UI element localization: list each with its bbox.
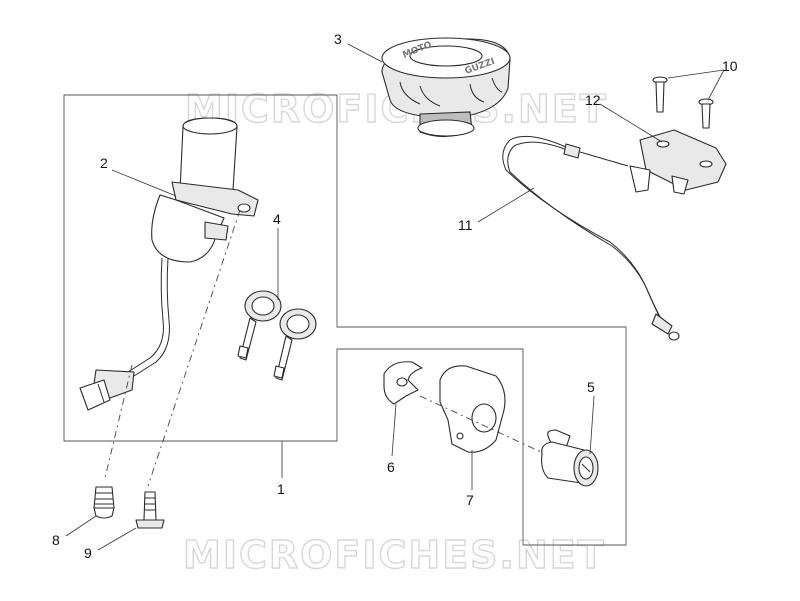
leader-10a [667, 69, 725, 79]
part-lock-cylinder[interactable] [541, 429, 599, 487]
centerline-right [147, 209, 241, 487]
part-bolts[interactable] [652, 76, 714, 129]
callout-3: 3 [334, 31, 342, 47]
callout-12: 12 [585, 92, 601, 108]
leader-11 [477, 187, 535, 223]
part-bracket[interactable] [629, 129, 727, 195]
part-screw[interactable] [135, 491, 165, 529]
part-shear-bolt[interactable] [93, 486, 115, 519]
part-fuel-cap[interactable]: MOTO GUZZI [381, 37, 511, 138]
callout-6: 6 [387, 459, 395, 475]
part-ignition-switch[interactable] [79, 117, 259, 411]
leader-2 [111, 169, 177, 197]
callout-4: 4 [273, 211, 281, 227]
leader-5 [589, 395, 595, 455]
callout-11: 11 [458, 217, 473, 233]
part-clip[interactable] [383, 361, 423, 405]
centerline-lock [419, 395, 555, 459]
leader-8 [65, 515, 97, 537]
part-lock-plate[interactable] [439, 365, 506, 453]
leader-12 [599, 103, 663, 143]
callout-5: 5 [587, 379, 595, 395]
callout-2: 2 [100, 155, 108, 171]
part-keys[interactable] [237, 290, 317, 381]
assembly-frame [63, 94, 627, 546]
callout-7: 7 [466, 492, 474, 508]
callout-10: 10 [722, 58, 738, 74]
leader-10b [707, 69, 725, 101]
leader-3 [347, 43, 383, 63]
leader-9 [97, 527, 137, 551]
callout-1: 1 [277, 481, 285, 497]
callout-9: 9 [84, 545, 92, 561]
callout-8: 8 [52, 532, 60, 548]
centerline-left [104, 364, 133, 479]
watermark-bottom: MICROFICHES.NET [183, 533, 606, 577]
leader-6 [391, 403, 397, 457]
part-cable[interactable] [502, 135, 680, 341]
